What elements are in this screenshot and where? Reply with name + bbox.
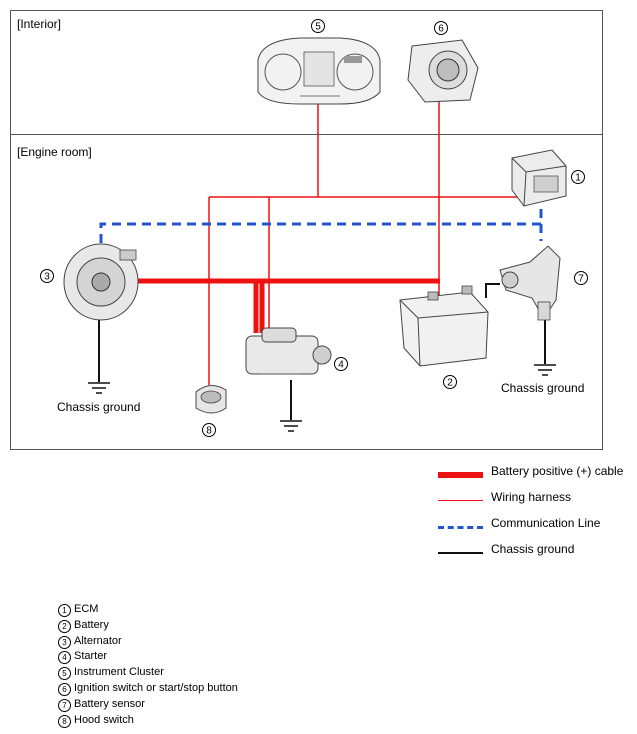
part-label: Hood switch bbox=[74, 713, 134, 726]
part-number: 4 bbox=[58, 651, 71, 665]
ground-wires bbox=[98, 283, 546, 420]
callout-battery: 2 bbox=[447, 378, 453, 389]
callout-ignition: 6 bbox=[438, 24, 444, 35]
callout-hood: 8 bbox=[206, 426, 212, 437]
starter-illustration bbox=[245, 327, 332, 375]
legend-label: Communication Line bbox=[491, 516, 601, 530]
ground-symbols bbox=[88, 364, 556, 432]
legend-swatch-thin-red bbox=[438, 500, 483, 501]
instrument-cluster-illustration bbox=[257, 37, 381, 105]
part-label: ECM bbox=[74, 603, 99, 615]
legend: Battery positive (+) cable Wiring harnes… bbox=[438, 462, 637, 566]
legend-chassis-ground: Chassis ground bbox=[438, 540, 637, 566]
legend-swatch-blue-dashed bbox=[438, 526, 483, 529]
battery-sensor-illustration bbox=[499, 245, 561, 321]
hood-switch-illustration bbox=[195, 385, 227, 414]
legend-swatch-black bbox=[438, 552, 483, 554]
part-number: 6 bbox=[58, 682, 71, 696]
communication-line bbox=[99, 203, 543, 243]
part-number: 7 bbox=[58, 698, 71, 712]
engine-room-label: [Engine room] bbox=[17, 145, 92, 159]
part-number: 2 bbox=[58, 619, 71, 633]
part-label: Instrument Cluster bbox=[74, 666, 164, 679]
part-label: Battery sensor bbox=[74, 697, 145, 710]
part-number: 3 bbox=[58, 635, 71, 649]
ground-label-alternator: Chassis ground bbox=[57, 400, 140, 414]
alternator-illustration bbox=[63, 243, 139, 321]
legend-swatch-thick-red bbox=[438, 472, 483, 478]
callout-sensor: 7 bbox=[578, 274, 584, 285]
interior-label: [Interior] bbox=[17, 17, 61, 31]
ground-label-sensor: Chassis ground bbox=[501, 381, 584, 395]
part-number: 8 bbox=[58, 714, 71, 728]
callouts: 5 6 1 3 7 4 2 8 bbox=[40, 19, 588, 437]
callout-cluster: 5 bbox=[315, 22, 321, 33]
part-label: Starter bbox=[74, 650, 108, 663]
callout-ecm: 1 bbox=[575, 173, 581, 184]
ecm-illustration bbox=[511, 149, 567, 207]
part-number: 1 bbox=[58, 604, 71, 617]
legend-label: Wiring harness bbox=[491, 490, 572, 504]
part-label: Battery bbox=[74, 618, 109, 631]
part-number: 5 bbox=[58, 667, 71, 681]
part-label: Alternator bbox=[74, 634, 122, 647]
callout-starter: 4 bbox=[338, 360, 344, 371]
legend-battery-positive: Battery positive (+) cable bbox=[438, 462, 637, 488]
callout-alternator: 3 bbox=[44, 272, 50, 283]
ignition-switch-illustration bbox=[407, 39, 479, 103]
engine-room-frame bbox=[10, 134, 603, 450]
system-diagram: [Interior] [Engine room] bbox=[10, 10, 603, 450]
legend-communication: Communication Line bbox=[438, 514, 637, 540]
legend-label: Chassis ground bbox=[491, 542, 575, 556]
part-label: Ignition switch or start/stop button bbox=[74, 681, 238, 694]
wiring-harness bbox=[208, 95, 518, 385]
battery-positive-cable bbox=[134, 278, 440, 333]
legend-label: Battery positive (+) cable bbox=[491, 464, 624, 478]
battery-illustration bbox=[399, 285, 489, 367]
legend-wiring-harness: Wiring harness bbox=[438, 488, 637, 514]
